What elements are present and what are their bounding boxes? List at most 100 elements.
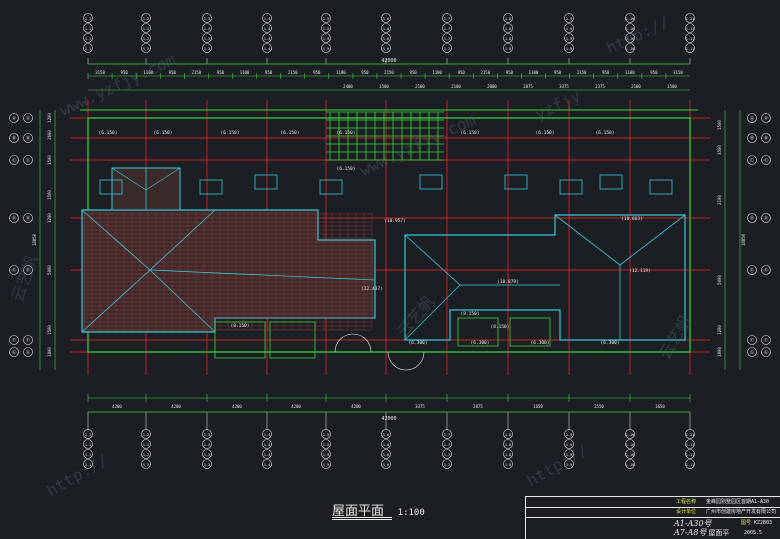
grid-axis-bubble (381, 23, 391, 33)
grid-axis-label: 1-3 (204, 37, 210, 41)
grid-axis-bubble (685, 13, 695, 23)
grid-axis-label: 1-8 (505, 463, 511, 467)
grid-axis-label: 1-4 (264, 47, 270, 51)
grid-axis-bubble (381, 13, 391, 23)
grid-axis-label: 1-9 (566, 463, 572, 467)
grid-axis-label: 1-6 (383, 433, 389, 437)
title-block-project: A1-A30号 A7-A8号屋面平面 (674, 519, 734, 539)
grid-axis-bubble (503, 449, 513, 459)
grid-axis-label: 1-9 (566, 27, 572, 31)
grid-axis-bubble (321, 33, 331, 43)
grid-axis-bubble (625, 33, 635, 43)
grid-axis-label: 1-1 (85, 47, 91, 51)
grid-axis-bubble (9, 133, 19, 143)
grid-axis-bubble (262, 439, 272, 449)
grid-axis-label: 1-3 (204, 443, 210, 447)
grid-axis-bubble (761, 265, 771, 275)
grid-axis-label: 1-10 (626, 433, 634, 437)
grid-axis-label: 1-5 (323, 433, 329, 437)
grid-axis-bubble (83, 459, 93, 469)
dimension-text: 4200 (291, 404, 301, 409)
grid-axis-bubble (685, 449, 695, 459)
elevation-label: (8.150) (461, 311, 480, 317)
grid-axis-bubble (202, 439, 212, 449)
dimension-text: 1500 (667, 84, 677, 89)
grid-axis-label: 1-6 (383, 463, 389, 467)
bay-window (457, 317, 499, 347)
grid-axis-bubble (747, 155, 757, 165)
grid-axis-label: 1-7 (444, 463, 450, 467)
grid-axis-label: 1-4 (264, 433, 270, 437)
grid-axis-bubble (442, 459, 452, 469)
dimension-text: 1650 (655, 404, 665, 409)
grid-axis-bubble (761, 113, 771, 123)
grid-axis-label: 1-1 (85, 453, 91, 457)
dimension-text: 42000 (381, 416, 396, 422)
grid-axis-label: 1-8 (505, 433, 511, 437)
grid-axis-label: 1-3 (204, 453, 210, 457)
dormer (649, 179, 673, 195)
grid-axis-bubble (23, 113, 33, 123)
grid-axis-label: 1-1 (85, 37, 91, 41)
grid-axis-bubble (625, 459, 635, 469)
dimension-text: 1500 (717, 120, 722, 130)
grid-axis-label: 1-9 (566, 47, 572, 51)
watermark: http:// (603, 12, 672, 58)
dimension-text: 2150 (192, 70, 202, 75)
grid-axis-bubble (381, 449, 391, 459)
drawing-title: 屋面平面 (332, 504, 385, 519)
grid-axis-bubble (262, 459, 272, 469)
grid-axis-bubble (564, 459, 574, 469)
grid-axis-label: 1-1 (85, 27, 91, 31)
dormer (419, 174, 443, 190)
grid-axis-label: Ⓒ (12, 157, 16, 163)
grid-axis-label: 1-10 (626, 453, 634, 457)
grid-axis-label: 1-4 (264, 17, 270, 21)
title-underline (332, 517, 392, 518)
elevation-label: (6.150) (99, 130, 118, 136)
grid-axis-label: Ⓓ (764, 215, 768, 221)
grid-axis-label: 1-5 (323, 453, 329, 457)
grid-axis-bubble (685, 43, 695, 53)
grid-axis-label: 1-6 (383, 17, 389, 21)
grid-axis-label: 1-7 (444, 433, 450, 437)
grid-axis-label: Ⓖ (12, 349, 16, 355)
grid-axis-bubble (23, 335, 33, 345)
grid-axis-bubble (761, 335, 771, 345)
grid-axis-label: Ⓑ (750, 135, 754, 141)
elevation-label: (6.300) (409, 340, 428, 346)
grid-axis-label: 1-11 (686, 443, 694, 447)
roof-ridge (149, 269, 376, 281)
grid-axis-label: 1-9 (566, 17, 572, 21)
dormer (319, 179, 343, 195)
dimension-text: 2100 (717, 195, 722, 205)
grid-axis-bubble (761, 213, 771, 223)
grid-axis-bubble (442, 13, 452, 23)
dimension-text: 2375 (595, 84, 605, 89)
grid-axis-label: Ⓓ (26, 215, 30, 221)
grid-axis-label: 1-2 (143, 17, 149, 21)
drawing-title-group: 屋面平面 1:100 (332, 500, 425, 519)
grid-axis-bubble (625, 449, 635, 459)
grid-axis-bubble (262, 13, 272, 23)
sheet-name: 屋面平面 (708, 529, 730, 537)
grid-axis-label: 1-9 (566, 453, 572, 457)
dimension-text: 950 (361, 70, 369, 75)
grid-axis-label: 1-8 (505, 453, 511, 457)
grid-axis-label: Ⓒ (750, 157, 754, 163)
dimension-text: 1200 (47, 113, 52, 123)
dimension-text: 2600 (47, 130, 52, 140)
grid-axis-bubble (262, 33, 272, 43)
grid-axis-label: 1-11 (686, 27, 694, 31)
title-block-value: 广州市创建房地产开发有限公司 (706, 509, 777, 515)
grid-axis-label: 1-2 (143, 37, 149, 41)
grid-axis-bubble (141, 13, 151, 23)
elevation-label: (8.150) (491, 324, 510, 330)
grid-axis-bubble (747, 113, 757, 123)
grid-axis-label: 1-3 (204, 17, 210, 21)
grid-axis-bubble (321, 13, 331, 23)
dimension-text: 1800 (47, 347, 52, 357)
grid-axis-bubble (564, 33, 574, 43)
dimension-text: 950 (265, 70, 273, 75)
